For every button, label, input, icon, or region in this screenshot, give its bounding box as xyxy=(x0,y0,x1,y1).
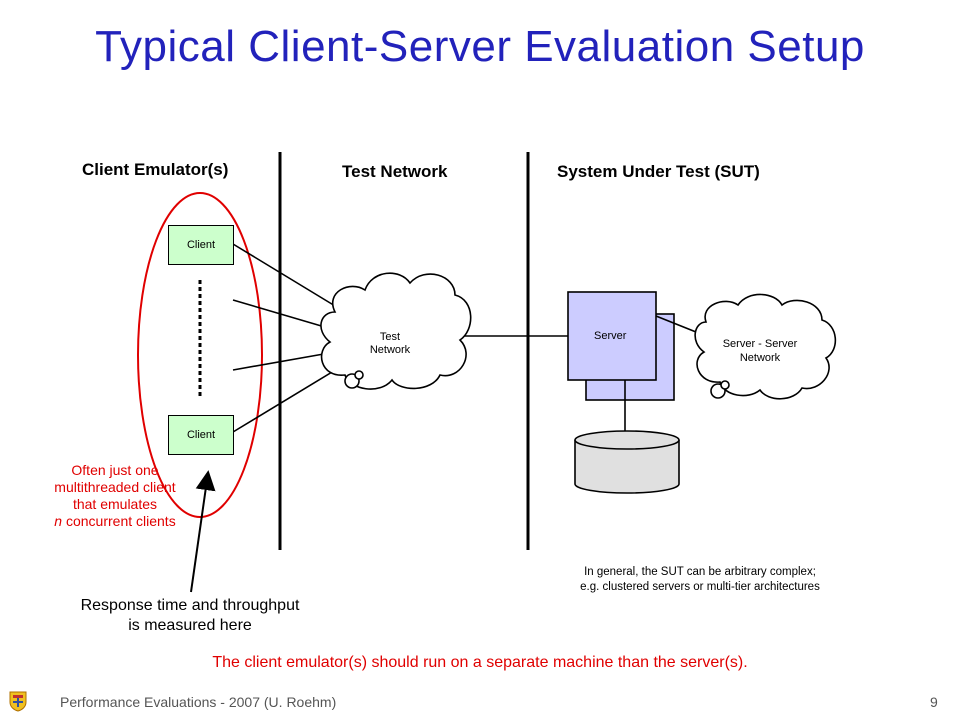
test-network-cloud xyxy=(320,272,472,390)
connection-line xyxy=(232,365,343,433)
server-label: Server xyxy=(594,330,627,342)
client-note-last-line: n concurrent clients xyxy=(54,513,176,529)
test-network-label: Test Network xyxy=(369,331,411,356)
university-crest-icon xyxy=(8,690,28,712)
connection-line xyxy=(232,243,346,313)
server-network-label: Server - Server Network xyxy=(722,338,798,364)
client-note: Often just one multithreaded client that… xyxy=(30,462,200,530)
connection-line xyxy=(232,299,336,331)
connection-line xyxy=(232,351,336,371)
footer-text: Performance Evaluations - 2007 (U. Roehm… xyxy=(60,694,337,710)
sut-note: In general, the SUT can be arbitrary com… xyxy=(580,566,820,593)
database-cylinder xyxy=(574,430,680,494)
bottom-note: The client emulator(s) should run on a s… xyxy=(212,654,748,671)
client-label: Client xyxy=(186,429,216,441)
client-box-top: Client xyxy=(168,225,234,265)
server-box xyxy=(567,291,657,381)
measurement-arrow xyxy=(190,470,216,593)
server-server-network-cloud xyxy=(694,293,837,400)
slide-title: Typical Client-Server Evaluation Setup xyxy=(95,22,865,71)
measurement-note: Response time and throughput is measured… xyxy=(80,597,300,634)
column-heading-client-emulator: Client Emulator(s) xyxy=(82,160,229,179)
client-emulator-highlight xyxy=(137,192,263,518)
column-heading-test-network: Test Network xyxy=(342,162,448,181)
page-number: 9 xyxy=(930,694,938,710)
column-heading-sut: System Under Test (SUT) xyxy=(557,162,760,181)
client-box-bottom: Client xyxy=(168,415,234,455)
client-label: Client xyxy=(186,239,216,251)
